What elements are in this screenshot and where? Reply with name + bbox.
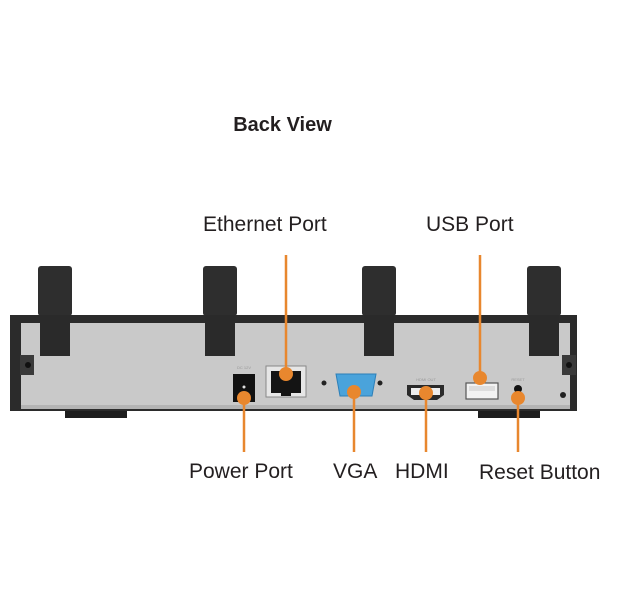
device-foot-left bbox=[65, 410, 127, 418]
svg-text:HDMI OUT: HDMI OUT bbox=[416, 377, 436, 382]
device-foot-right bbox=[478, 410, 540, 418]
vga-port[interactable] bbox=[335, 373, 377, 397]
chassis-bottom-edge bbox=[21, 405, 570, 409]
antenna-1 bbox=[38, 266, 72, 356]
label-usb-port: USB Port bbox=[426, 213, 514, 236]
antenna-4 bbox=[527, 266, 561, 356]
antenna-2 bbox=[203, 266, 237, 356]
callout-dot-power bbox=[237, 391, 251, 405]
callout-dot-hdmi bbox=[419, 386, 433, 400]
callout-reset bbox=[511, 391, 525, 452]
antenna-3 bbox=[362, 266, 396, 356]
vga-screw-left bbox=[321, 380, 327, 386]
right-screw-hole bbox=[566, 362, 572, 368]
label-vga: VGA bbox=[333, 460, 378, 483]
callout-power bbox=[237, 391, 251, 452]
svg-text:RESET: RESET bbox=[511, 377, 525, 382]
vga-screw-right bbox=[377, 380, 383, 386]
left-screw-hole bbox=[25, 362, 31, 368]
callout-dot-usb bbox=[473, 371, 487, 385]
ethernet-port[interactable] bbox=[265, 365, 307, 398]
diagram-title: Back View bbox=[233, 114, 332, 136]
callout-usb bbox=[473, 255, 487, 385]
callout-dot-vga bbox=[347, 385, 361, 399]
callout-ethernet bbox=[279, 255, 293, 381]
usb-port[interactable] bbox=[465, 382, 499, 400]
label-ethernet-port: Ethernet Port bbox=[203, 213, 327, 236]
label-hdmi: HDMI bbox=[395, 460, 449, 483]
svg-text:DC 12V: DC 12V bbox=[237, 365, 251, 370]
callout-dot-reset bbox=[511, 391, 525, 405]
ground-screw bbox=[560, 392, 566, 398]
label-reset-button: Reset Button bbox=[479, 461, 601, 484]
callout-vga bbox=[347, 385, 361, 452]
reset-button[interactable]: RESET bbox=[511, 377, 525, 393]
label-power-port: Power Port bbox=[189, 460, 293, 483]
callout-hdmi bbox=[419, 386, 433, 452]
callout-dot-ethernet bbox=[279, 367, 293, 381]
